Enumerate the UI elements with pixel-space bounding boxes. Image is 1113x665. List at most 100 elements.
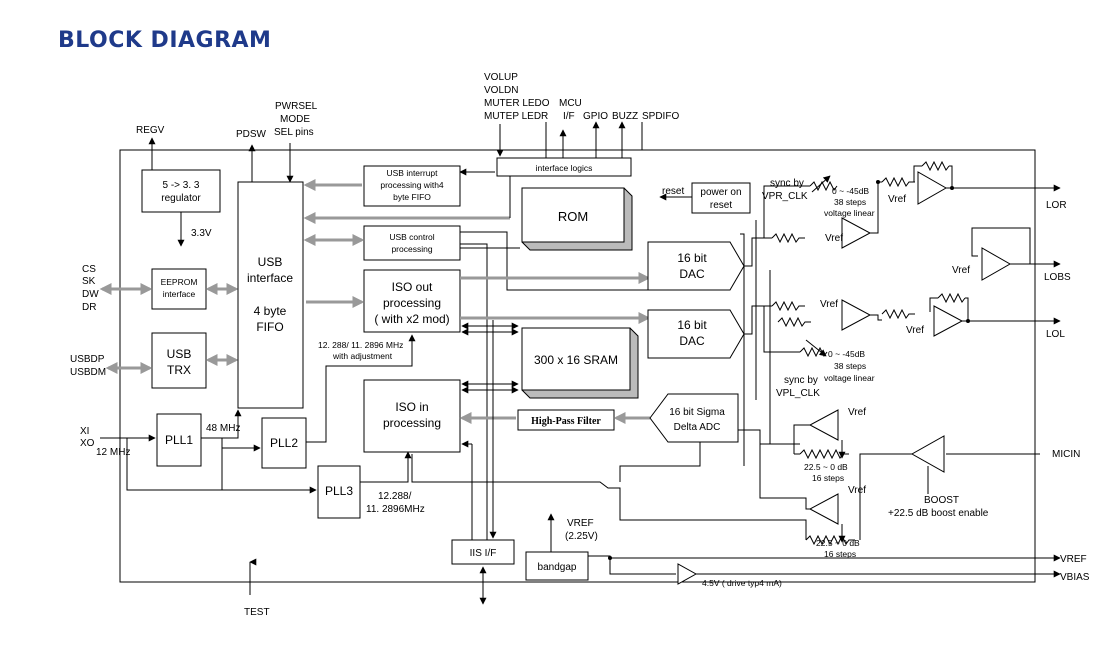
mutep-label: MUTEP LEDR [484,111,548,122]
page-title: BLOCK DIAGRAM [58,28,272,53]
vref-out-label: VREF [1060,554,1087,565]
boost-label-2: +22.5 dB boost enable [888,508,989,519]
mcu-label-2: I/F [563,111,575,122]
usbif-label-1: USB [258,255,283,269]
mcu-label-1: MCU [559,98,582,109]
pwrsel-label-3: SEL pins [274,127,314,138]
ctrl-label-1: USB control [389,232,434,242]
vref-amp-l2: Vref [906,325,924,336]
atten-r-label-1: 0 ~ -45dB [832,186,869,196]
v33-label: 3.3V [191,228,212,239]
vref-amp-l1: Vref [820,299,838,310]
pll2-block: PLL2 [261,417,307,469]
bandgap-label: bandgap [538,562,577,573]
amp-right-1 [841,217,872,249]
micin-label: MICIN [1052,449,1080,460]
freq-adj-label-1: 12. 288/ 11. 2896 MHz [318,340,403,350]
eeprom-interface-block: EEPROM interface [151,268,207,310]
bandgap-block: bandgap [525,551,589,581]
xo-pin-label: XO [80,438,95,449]
usb-trx-block: USB TRX [151,332,207,389]
vref-lobs: Vref [952,265,970,276]
ctrl-label-2: processing [391,244,432,254]
atten-r-label-2: 38 steps [834,197,866,207]
spdifo-label: SPDIFO [642,111,679,122]
amp-right-2 [917,171,948,205]
dw-pin-label: DW [82,289,99,300]
sync-l-label-2: VPL_CLK [776,388,820,399]
vbias-label: VBIAS [1060,572,1090,583]
dac2-label-1: 16 bit [677,318,707,332]
por-label-2: reset [710,200,732,211]
adc-label-2: Delta ADC [674,422,721,433]
isoin-label-1: ISO in [395,400,428,414]
vref225-label-1: VREF [567,518,594,529]
lor-label: LOR [1046,200,1067,211]
pwrsel-label-2: MODE [280,114,310,125]
usbif-label-3: 4 byte [254,304,287,318]
power-on-reset-block: power on reset [691,182,751,214]
regulator-label-2: regulator [161,193,201,204]
mhz12-label: 12 MHz [96,447,130,458]
mhz48-label: 48 MHz [206,423,240,434]
mic-pga-2 [808,493,839,525]
muter-label: MUTER LEDO [484,98,550,109]
iface-label: interface logics [536,163,593,173]
volup-label: VOLUP [484,72,518,83]
boost-label-1: BOOST [924,495,959,506]
pll1-block: PLL1 [156,413,202,467]
vref-pga-2: Vref [848,485,866,496]
isoin-label-2: processing [383,416,441,430]
adc-label-1: 16 bit Sigma [669,407,725,418]
dac1-label-1: 16 bit [677,251,707,265]
pll1-label: PLL1 [165,433,193,447]
sigma-delta-adc-block: 16 bit Sigma Delta ADC [649,393,739,443]
rom-block: ROM [521,187,633,251]
pdsw-label: PDSW [236,129,267,140]
pll3-label: PLL3 [325,484,353,498]
dac-right-block: 16 bit DAC [647,241,745,291]
isoout-label-1: ISO out [392,280,433,294]
dac1-label-2: DAC [679,267,705,281]
atten-l-label-1: 0 ~ -45dB [828,349,865,359]
vref225-label-2: (2.25V) [565,531,598,542]
pll3-freq-label-1: 12.288/ [378,491,412,502]
intr-label-2: processing with4 [380,180,444,190]
pll2-label: PLL2 [270,436,298,450]
mic2-label-1: 22.5 ~ 0 dB [816,538,860,548]
rom-label: ROM [558,209,588,224]
high-pass-filter-block: High-Pass Filter [517,409,615,431]
sync-r-label-1: sync by [770,178,804,189]
mic-pga-1 [808,409,839,441]
pll3-block: PLL3 [317,465,361,519]
freq-adj-label-2: with adjustment [332,351,393,361]
eeprom-label-2: interface [163,289,196,299]
regulator-block: 5 -> 3. 3 regulator [141,169,221,213]
sram-block: 300 x 16 SRAM [521,327,639,399]
vref-amp-r2: Vref [888,194,906,205]
atten-r-label-3: voltage linear [824,208,875,218]
mic1-label-1: 22.5 ~ 0 dB [804,462,848,472]
iis-label: IIS I/F [470,548,497,559]
usb-control-block: USB control processing [363,225,461,261]
usb-interrupt-block: USB interrupt processing with4 byte FIFO [363,165,461,207]
eeprom-label-1: EEPROM [161,277,198,287]
xi-pin-label: XI [80,426,89,437]
gpio-label: GPIO [583,111,608,122]
isoout-label-2: processing [383,296,441,310]
lobs-buffer [981,247,1012,281]
vref-pga-1: Vref [848,407,866,418]
usb-interface-fifo-block: USB interface 4 byte FIFO [237,181,304,409]
isoout-label-3: ( with x2 mod) [374,312,449,326]
dr-pin-label: DR [82,302,96,313]
usbdm-pin-label: USBDM [70,367,106,378]
intr-label-1: USB interrupt [386,168,438,178]
amp-left-2 [933,305,964,337]
buzz-label: BUZZ [612,111,638,122]
mic2-label-2: 16 steps [824,549,856,559]
regulator-label-1: 5 -> 3. 3 [163,180,200,191]
iso-in-processing-block: ISO in processing [363,379,461,453]
reset-label: reset [662,186,684,197]
regv-label: REGV [136,125,165,136]
lobs-label: LOBS [1044,272,1071,283]
